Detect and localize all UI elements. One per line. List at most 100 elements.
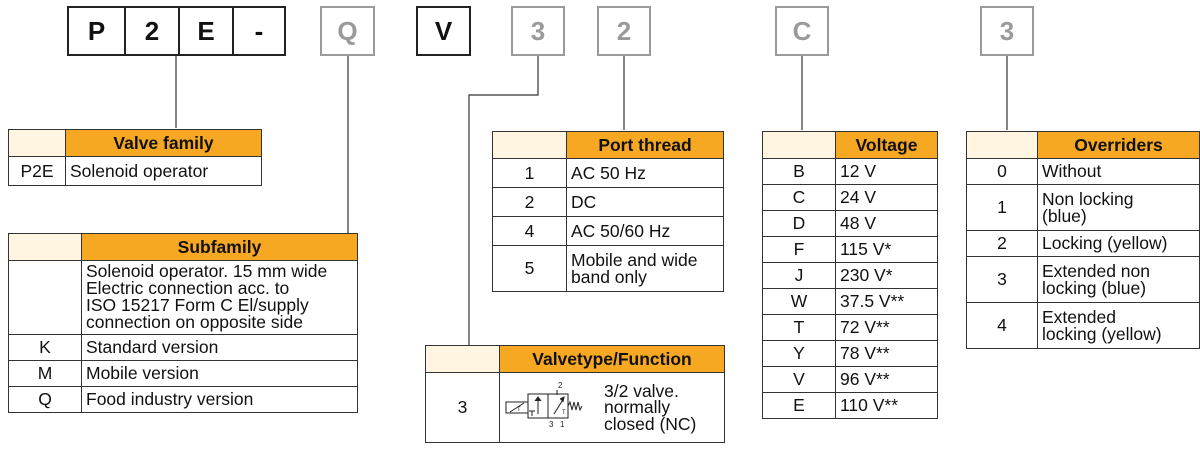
header-empty bbox=[425, 345, 500, 373]
header-empty bbox=[966, 131, 1038, 159]
port-label: 3 bbox=[549, 420, 554, 429]
row-desc: Locking (yellow) bbox=[1037, 230, 1200, 257]
row-code: P2E bbox=[8, 156, 66, 186]
desc-line: Mobile and wide bbox=[571, 249, 698, 270]
row-desc: AC 50 Hz bbox=[566, 158, 724, 188]
code-char: - bbox=[232, 8, 284, 54]
row-code: F bbox=[762, 236, 836, 263]
row-code: D bbox=[762, 210, 836, 237]
code-char: C bbox=[792, 15, 812, 46]
code-char: 2 bbox=[124, 8, 178, 54]
port-thread-table: Port thread 1 AC 50 Hz 2 DC 4 AC 50/60 H… bbox=[492, 131, 724, 292]
code-box-v: V bbox=[416, 6, 471, 56]
code-box-3a: 3 bbox=[511, 6, 565, 56]
symbol-label: T bbox=[562, 410, 566, 416]
valvetype-header: Valvetype/Function bbox=[499, 345, 725, 373]
row-desc: Non locking (blue) bbox=[1037, 184, 1200, 231]
valve-symbol-icon: 2 3 1 T T bbox=[505, 381, 583, 429]
row-code: 3 bbox=[425, 372, 500, 443]
row-code: Q bbox=[8, 385, 82, 413]
row-code: 2 bbox=[966, 230, 1038, 257]
row-desc: Extended non locking (blue) bbox=[1037, 256, 1200, 303]
row-code: C bbox=[762, 184, 836, 211]
port-thread-header: Port thread bbox=[566, 131, 724, 159]
row-desc: Without bbox=[1037, 158, 1200, 185]
desc-line: locking (yellow) bbox=[1042, 323, 1162, 344]
desc-line: 3/2 valve. bbox=[604, 380, 679, 401]
row-code: 2 bbox=[492, 187, 567, 217]
row-desc: 115 V* bbox=[835, 236, 938, 263]
row-desc: Mobile version bbox=[81, 359, 358, 387]
row-code: M bbox=[8, 359, 82, 387]
subfamily-header: Subfamily bbox=[81, 233, 358, 261]
code-box-c: C bbox=[775, 6, 829, 56]
header-empty bbox=[492, 131, 567, 159]
row-code: 4 bbox=[966, 302, 1038, 349]
row-desc: 110 V** bbox=[835, 392, 938, 419]
code-char: 2 bbox=[616, 15, 632, 46]
desc-line: Extended non bbox=[1042, 260, 1151, 281]
subfamily-table: Subfamily Solenoid operator. 15 mm wide … bbox=[8, 233, 358, 413]
port-label: 1 bbox=[560, 420, 565, 429]
row-code: 5 bbox=[492, 245, 567, 292]
code-box-2: 2 bbox=[597, 6, 651, 56]
row-code: W bbox=[762, 288, 836, 315]
row-desc: Mobile and wide band only bbox=[566, 245, 724, 292]
row-code: 1 bbox=[492, 158, 567, 188]
overriders-table: Overriders 0 Without 1 Non locking (blue… bbox=[966, 131, 1200, 349]
row-desc: 24 V bbox=[835, 184, 938, 211]
row-code: 4 bbox=[492, 216, 567, 246]
desc-line: normally bbox=[604, 397, 671, 418]
desc-line: (blue) bbox=[1042, 205, 1087, 226]
overriders-header: Overriders bbox=[1037, 131, 1200, 159]
valve-family-header: Valve family bbox=[65, 129, 262, 157]
subfamily-intro: Solenoid operator. 15 mm wide Electric c… bbox=[81, 260, 358, 335]
row-code bbox=[8, 260, 82, 335]
row-code: B bbox=[762, 158, 836, 185]
row-code: T bbox=[762, 314, 836, 341]
desc-line: band only bbox=[571, 266, 647, 287]
row-code: E bbox=[762, 392, 836, 419]
row-desc: 37.5 V** bbox=[835, 288, 938, 315]
code-box-3b: 3 bbox=[980, 6, 1034, 56]
row-desc: Food industry version bbox=[81, 385, 358, 413]
row-code: 0 bbox=[966, 158, 1038, 185]
row-code: Y bbox=[762, 340, 836, 367]
desc-line: closed (NC) bbox=[604, 413, 697, 434]
row-desc: DC bbox=[566, 187, 724, 217]
valve-symbol-cell: 2 3 1 T T bbox=[499, 372, 604, 443]
row-code: 3 bbox=[966, 256, 1038, 303]
row-desc: 72 V** bbox=[835, 314, 938, 341]
row-code: J bbox=[762, 262, 836, 289]
valvetype-table: Valvetype/Function 3 2 bbox=[425, 345, 725, 443]
header-empty bbox=[762, 131, 836, 159]
intro-line: ISO 15217 Form C El/supply bbox=[86, 295, 309, 316]
row-desc: 3/2 valve. normally closed (NC) bbox=[604, 372, 725, 443]
intro-line: Electric connection acc. to bbox=[86, 278, 290, 299]
intro-line: Solenoid operator. 15 mm wide bbox=[86, 261, 328, 281]
row-code: K bbox=[8, 333, 82, 361]
code-box-q: Q bbox=[320, 6, 375, 56]
row-desc: Standard version bbox=[81, 333, 358, 361]
row-desc: 48 V bbox=[835, 210, 938, 237]
row-desc: Extended locking (yellow) bbox=[1037, 302, 1200, 349]
port-label: 2 bbox=[558, 381, 563, 390]
header-empty bbox=[8, 233, 82, 261]
code-char: Q bbox=[337, 15, 358, 46]
row-desc: 78 V** bbox=[835, 340, 938, 367]
code-char: 3 bbox=[530, 15, 546, 46]
desc-line: locking (blue) bbox=[1042, 277, 1147, 298]
code-box-p2e: P 2 E - bbox=[67, 6, 286, 56]
intro-line: connection on opposite side bbox=[86, 312, 303, 333]
row-code: 1 bbox=[966, 184, 1038, 231]
connector-valvetype bbox=[468, 56, 539, 345]
row-desc: Solenoid operator bbox=[65, 156, 262, 186]
desc-line: Extended bbox=[1042, 306, 1116, 327]
row-code: V bbox=[762, 366, 836, 393]
row-desc: AC 50/60 Hz bbox=[566, 216, 724, 246]
code-char: 3 bbox=[999, 15, 1015, 46]
voltage-header: Voltage bbox=[835, 131, 938, 159]
row-desc: 230 V* bbox=[835, 262, 938, 289]
header-empty bbox=[8, 129, 66, 157]
